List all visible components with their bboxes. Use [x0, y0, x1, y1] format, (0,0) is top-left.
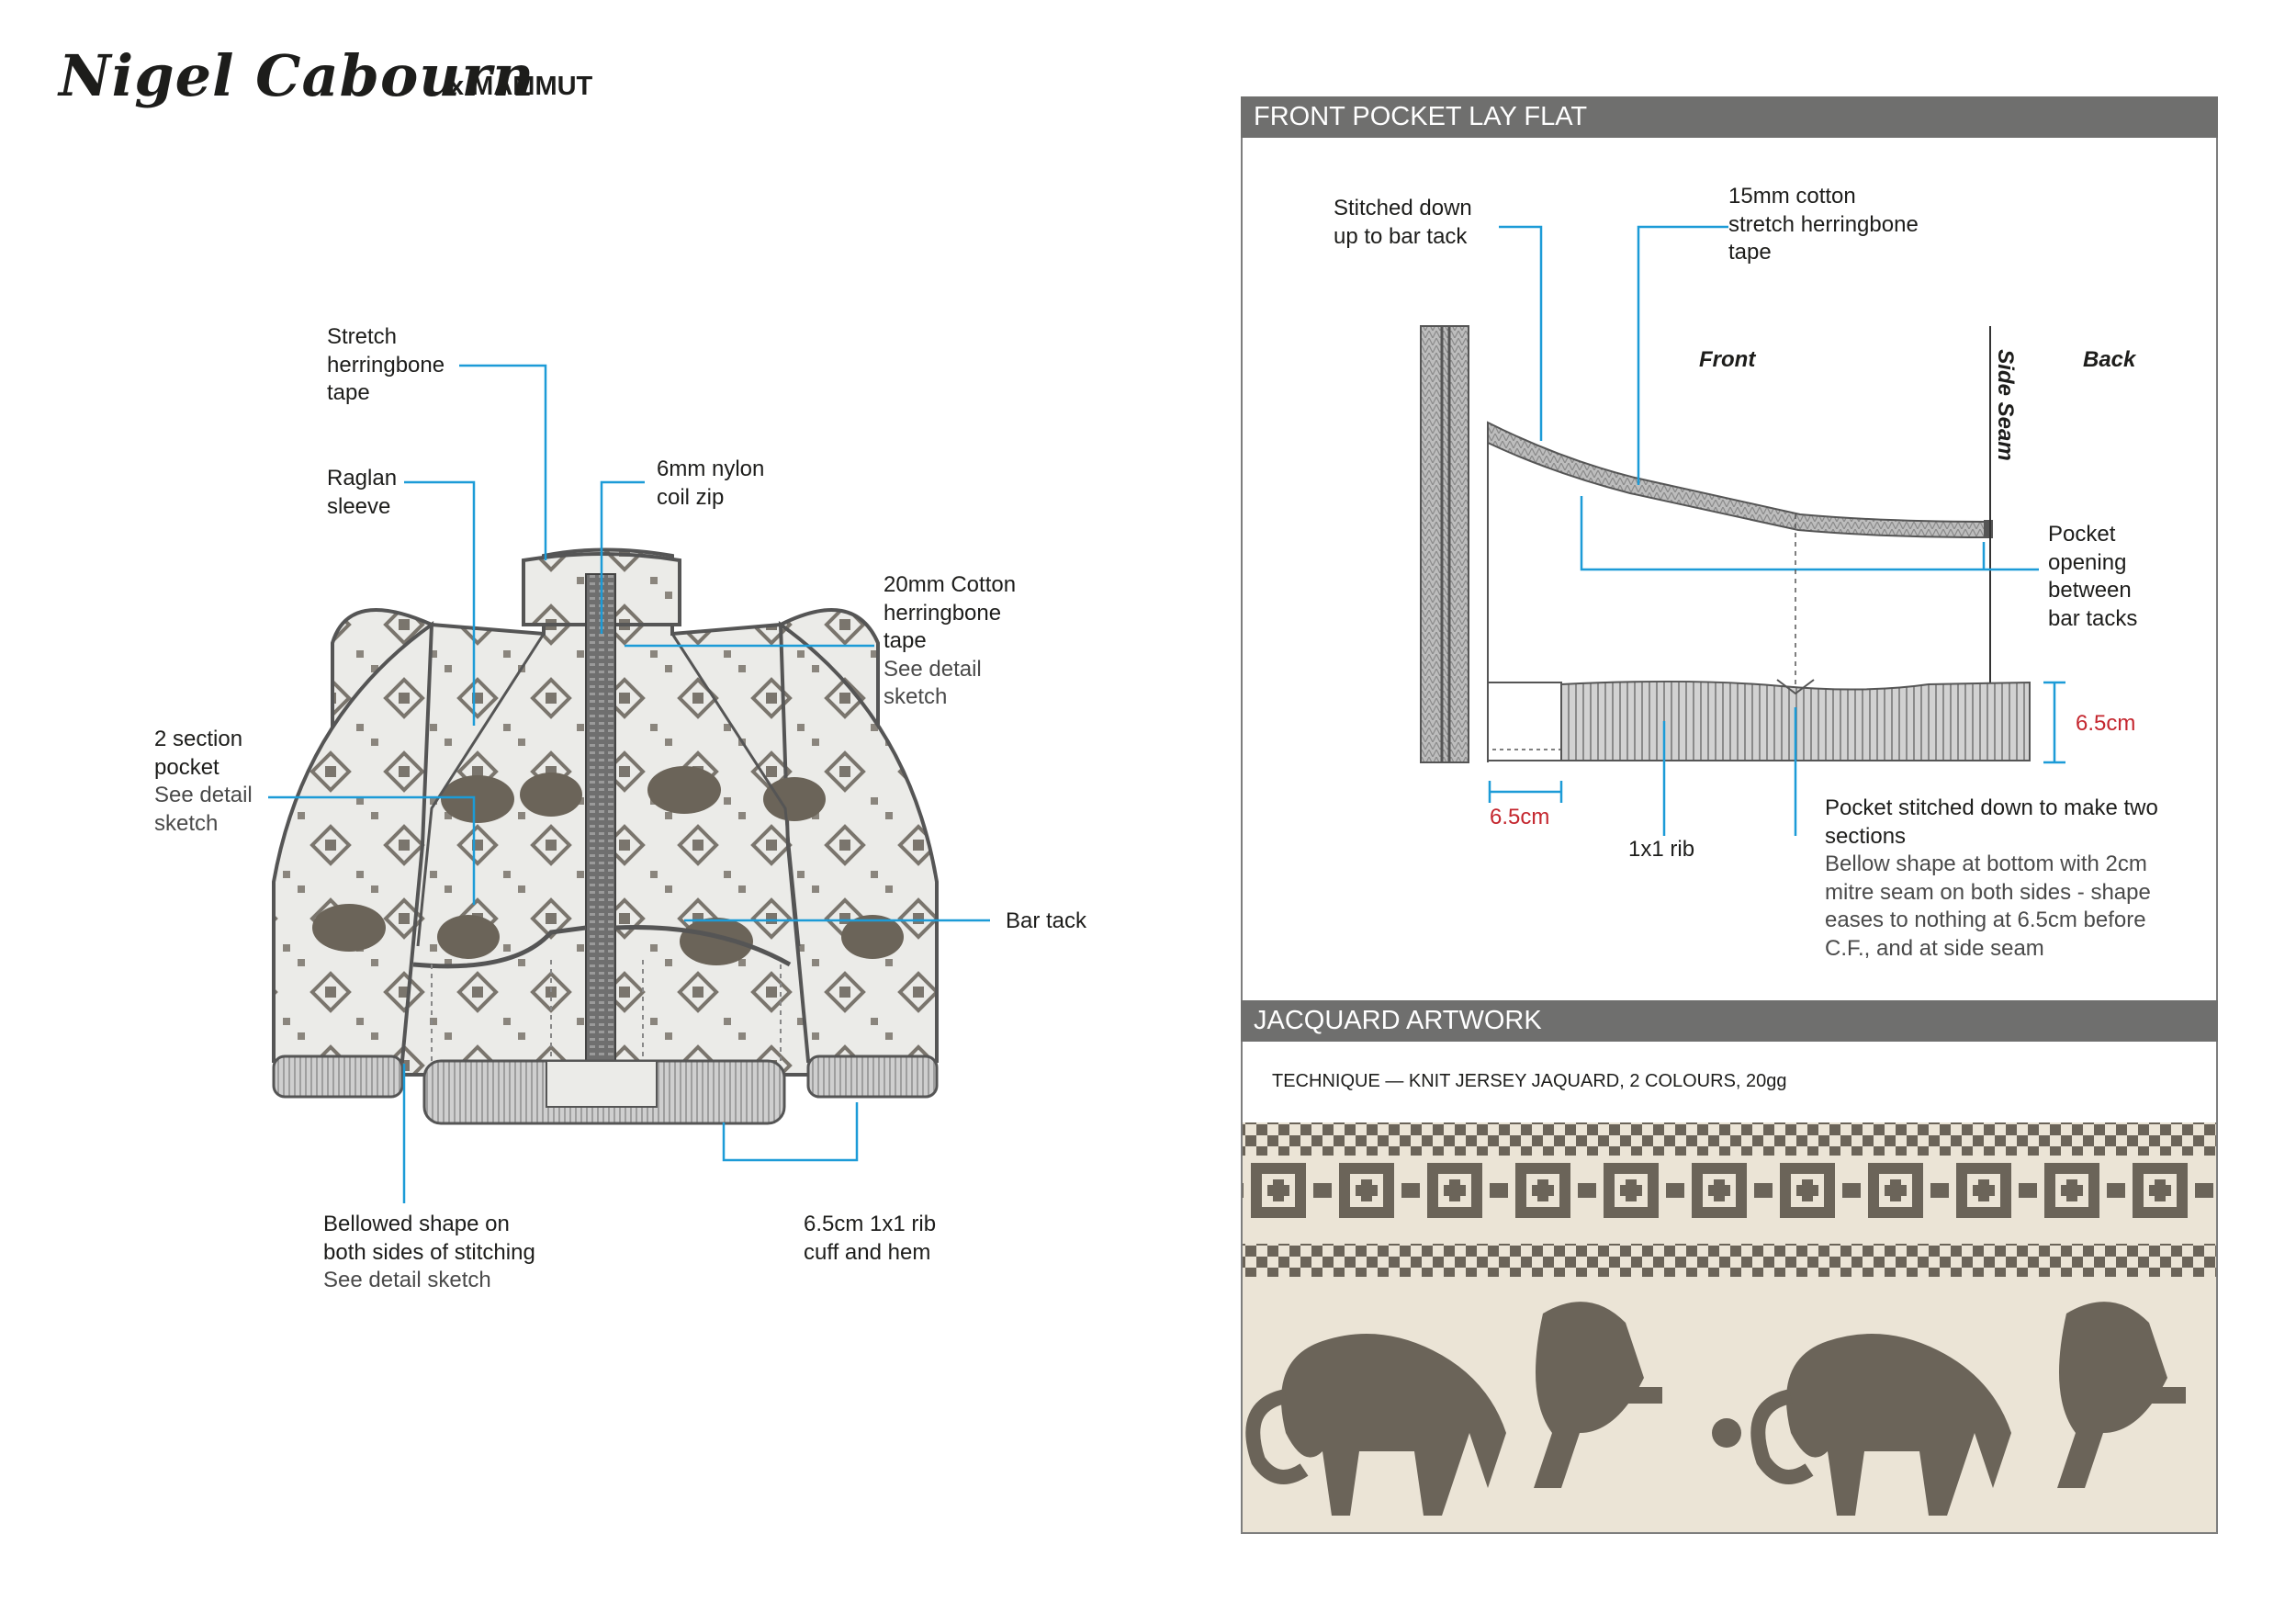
callout-zip: 6mm nylon coil zip	[657, 457, 765, 510]
callout-1x1-rib: 1x1 rib	[1628, 837, 1695, 862]
callout-rib: 6.5cm 1x1 rib cuff and hem	[804, 1212, 937, 1265]
callout-stitched-down: Stitched down up to bar tack	[1334, 196, 1472, 249]
callout-pocket-opening: Pocket opening between bar tacks	[2048, 522, 2138, 631]
callout-stretch-tape: Stretch herringbone tape	[327, 324, 445, 405]
brand-logo: Nigel Cabourn	[59, 42, 535, 109]
callout-cotton-tape: 20mm Cotton herringbone tape See detail …	[884, 572, 1017, 709]
callout-two-sections: Pocket stitched down to make two section…	[1825, 795, 2158, 961]
callout-pocket-tape: 15mm cotton stretch herringbone tape	[1728, 184, 1919, 265]
pocket-panel-title: FRONT POCKET LAY FLAT	[1241, 96, 2218, 138]
brand-collab: x MAMMUT	[449, 72, 593, 101]
measure-rib-height: 6.5cm	[2076, 711, 2136, 736]
measure-cf: 6.5cm	[1490, 805, 1550, 829]
label-front: Front	[1699, 347, 1756, 372]
jacquard-technique: TECHNIQUE — KNIT JERSEY JAQUARD, 2 COLOU…	[1272, 1071, 1787, 1091]
callout-raglan: Raglan sleeve	[327, 466, 398, 519]
label-back: Back	[2083, 347, 2136, 372]
callout-pocket: 2 section pocket See detail sketch	[154, 727, 253, 836]
jacquard-panel-title: JACQUARD ARTWORK	[1241, 1000, 2218, 1042]
callout-bar-tack: Bar tack	[1006, 908, 1087, 933]
callout-bellowed: Bellowed shape on both sides of stitchin…	[323, 1212, 535, 1292]
